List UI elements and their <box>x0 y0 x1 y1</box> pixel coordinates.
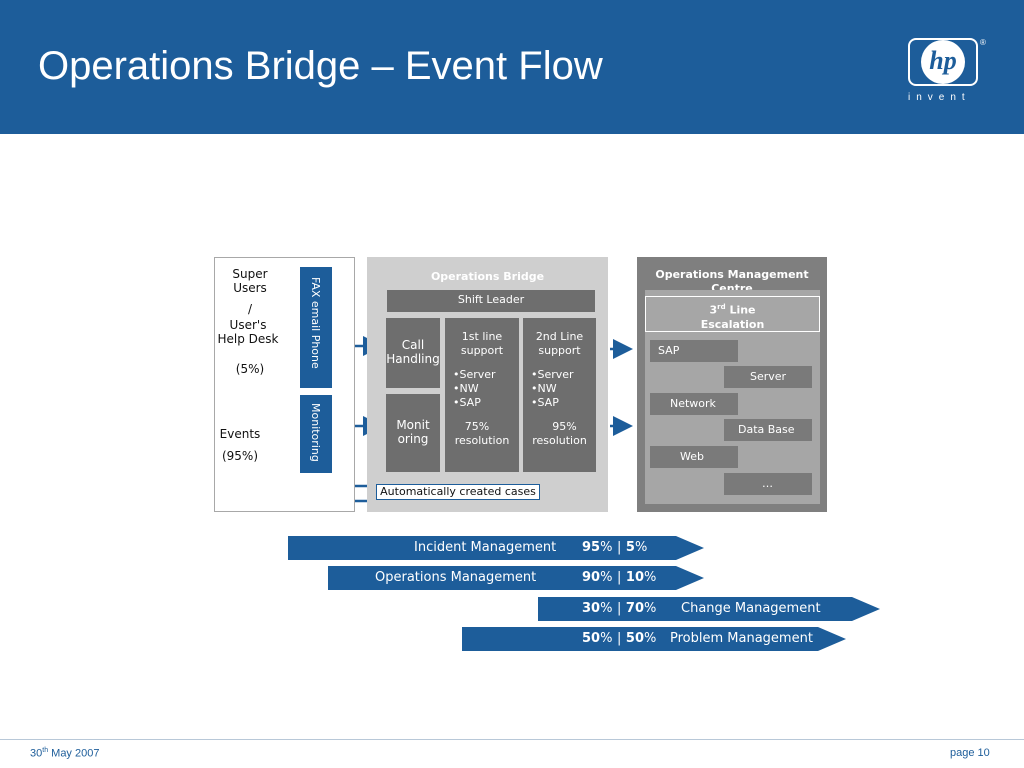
band-incident-shape <box>288 536 704 560</box>
registered-mark: ® <box>980 38 986 47</box>
first-line-item: •NW <box>453 382 479 395</box>
events-label: Events <box>219 427 261 441</box>
monitoring-label: Monit oring <box>396 418 430 446</box>
operations-bridge-title: Operations Bridge <box>430 270 545 283</box>
omc-item-web: Web <box>650 446 738 468</box>
first-line-item: •Server <box>453 368 496 381</box>
band-operations-label: Operations Management <box>375 570 537 585</box>
channel-fax-email-phone: FAX email Phone <box>300 267 332 388</box>
monitoring-box: Monit oring <box>386 394 440 472</box>
omc-item-network: Network <box>650 393 738 415</box>
band-change-shape <box>538 597 880 621</box>
users-pct-label: (5%) <box>235 362 265 376</box>
page-title: Operations Bridge – Event Flow <box>38 44 603 88</box>
second-line-item: •NW <box>531 382 557 395</box>
header-bar <box>0 0 1024 134</box>
first-line-resolution-label: resolution <box>454 434 510 447</box>
call-handling-label: Call Handling <box>386 338 440 366</box>
second-line-support-box: 2nd Line support •Server •NW •SAP 95% re… <box>523 318 596 472</box>
footer-divider <box>0 739 1024 740</box>
omc-item-more: … <box>724 473 812 495</box>
auto-cases-label: Automatically created cases <box>376 484 540 500</box>
band-problem-split: 50% | 50% <box>582 631 657 646</box>
footer-date: 30th May 2007 <box>30 747 100 760</box>
band-change-label: Change Management <box>681 601 821 616</box>
third-line-escalation: 3rd Line Escalation <box>645 296 820 332</box>
escalation-line2: Escalation <box>700 317 765 331</box>
hp-logo-tagline: invent <box>908 92 971 103</box>
channel-monitoring-label: Monitoring <box>309 403 322 462</box>
call-handling-box: Call Handling <box>386 318 440 388</box>
band-incident-label: Incident Management <box>414 540 557 555</box>
hp-logo-frame <box>908 38 978 86</box>
band-change-split: 30% | 70% <box>582 601 657 616</box>
first-line-resolution-pct: 75% <box>464 420 490 433</box>
band-operations-shape <box>328 566 704 590</box>
channel-monitoring: Monitoring <box>300 395 332 473</box>
omc-item-server: Server <box>724 366 812 388</box>
second-line-resolution-pct: 95% <box>552 420 577 433</box>
second-line-resolution-label: resolution <box>532 434 587 447</box>
band-problem-label: Problem Management <box>670 631 813 646</box>
footer-page-number: page 10 <box>950 747 990 759</box>
first-line-support-box: 1st line support •Server •NW •SAP 75% re… <box>445 318 519 472</box>
help-desk-label: User's Help Desk <box>217 318 279 346</box>
hp-logo-icon <box>921 40 965 84</box>
omc-item-database: Data Base <box>724 419 812 441</box>
band-operations-split: 90% | 10% <box>582 570 657 585</box>
second-line-title: 2nd Line support <box>535 330 584 357</box>
super-users-label: Super Users <box>232 267 268 295</box>
shift-leader-box: Shift Leader <box>387 290 595 312</box>
omc-item-sap: SAP <box>650 340 738 362</box>
second-line-item: •Server <box>531 368 574 381</box>
escalation-line1: 3rd Line <box>709 303 756 317</box>
band-problem-shape <box>462 627 846 651</box>
slash-label: / <box>247 302 253 316</box>
events-pct-label: (95%) <box>221 449 259 463</box>
band-incident-split: 95% | 5% <box>582 540 648 555</box>
first-line-title: 1st line support <box>460 330 504 357</box>
second-line-item: •SAP <box>531 396 559 409</box>
first-line-item: •SAP <box>453 396 481 409</box>
hp-logo-mark: hp <box>929 46 957 75</box>
channel-fax-label: FAX email Phone <box>309 277 322 369</box>
